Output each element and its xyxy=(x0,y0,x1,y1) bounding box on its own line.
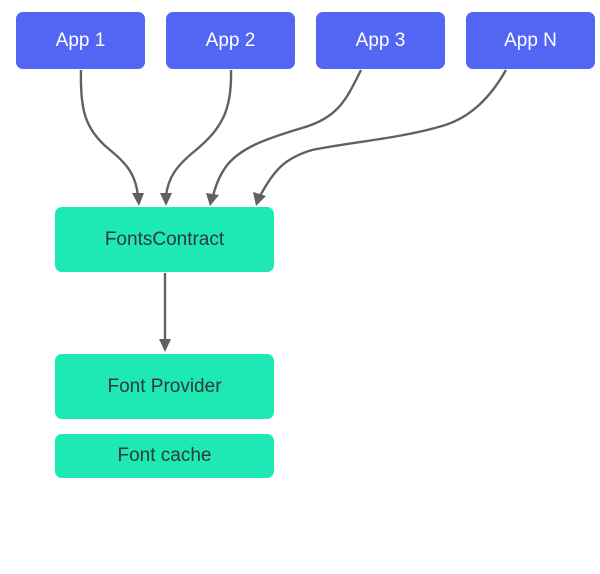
arrow-app-1-to-fontscontract xyxy=(79,69,140,197)
fonts-contract-box: FontsContract xyxy=(55,207,274,272)
app-2-label: App 2 xyxy=(205,29,256,51)
app-1-box: App 1 xyxy=(16,12,145,69)
app-3-label: App 3 xyxy=(355,29,406,51)
app-3-box: App 3 xyxy=(316,12,445,69)
font-cache-box: Font cache xyxy=(55,434,274,478)
font-cache-label: Font cache xyxy=(117,445,212,466)
arrowhead-app-2 xyxy=(160,193,172,206)
fonts-contract-label: FontsContract xyxy=(104,228,225,250)
app-2-box: App 2 xyxy=(166,12,295,69)
arrow-app-n-to-fontscontract xyxy=(258,69,508,197)
arrowhead-app-n xyxy=(253,192,266,206)
app-1-label: App 1 xyxy=(55,29,106,51)
arrow-app-2-to-fontscontract xyxy=(164,69,233,197)
app-n-box: App N xyxy=(466,12,595,69)
app-n-label: App N xyxy=(504,29,557,51)
arrowhead-app-3 xyxy=(206,193,219,206)
arrowhead-font-provider xyxy=(159,339,171,352)
arrowhead-app-1 xyxy=(132,193,144,206)
font-provider-label: Font Provider xyxy=(107,375,222,397)
arrow-app-3-to-fontscontract xyxy=(211,69,363,197)
font-provider-box: Font Provider xyxy=(55,354,274,419)
